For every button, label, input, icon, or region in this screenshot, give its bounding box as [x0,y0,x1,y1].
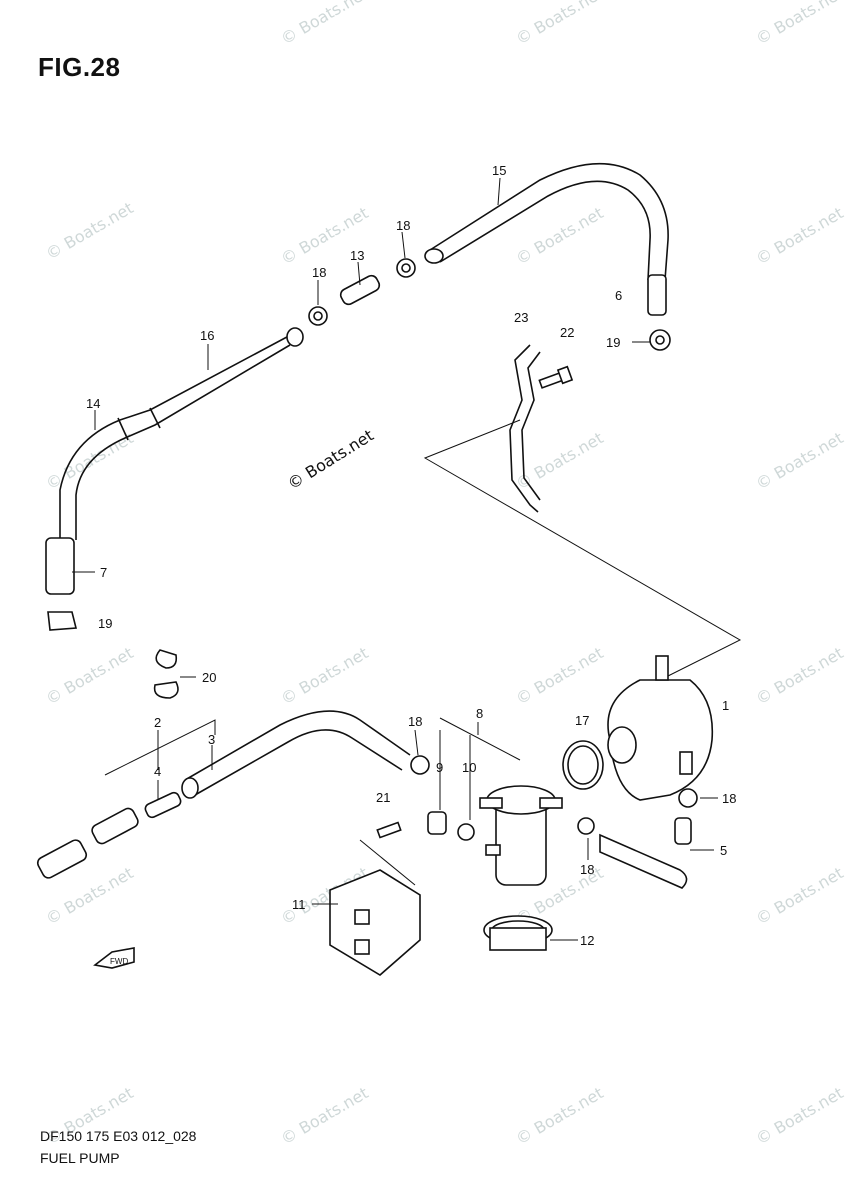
watermark: © Boats.net [753,1083,847,1148]
watermark: © Boats.net [753,0,847,48]
hose-15 [424,162,669,316]
diagram-code: DF150 175 E03 012_028 [40,1128,197,1144]
leader-lines [72,177,718,941]
watermark: © Boats.net [43,198,137,263]
joint-4 [144,791,182,819]
watermark-center: © Boats.net [284,426,377,494]
fuel-filter-8 [479,785,563,886]
watermark: © Boats.net [753,203,847,268]
callout-18-c: 18 [408,714,422,729]
callout-18-a: 18 [396,218,410,233]
callout-11: 11 [292,897,306,912]
watermark: © Boats.net [278,643,372,708]
bracket-11 [329,869,421,976]
clip-18-filter [577,817,595,835]
callout-20: 20 [202,670,216,685]
callout-19-a: 19 [606,335,620,350]
watermark: © Boats.net [513,643,607,708]
joint-9 [427,811,447,835]
watermark-layer: © Boats.net © Boats.net © Boats.net © Bo… [43,0,847,1148]
clip-19-top [649,329,671,351]
fuel-pump-1 [607,655,714,801]
joint-pump [674,817,692,845]
callout-1: 1 [722,698,729,713]
hose-lower-left [36,807,139,879]
front-arrow-badge: FWD [93,947,135,969]
watermark: © Boats.net [753,428,847,493]
clip-18-top-right [396,258,416,278]
callout-8: 8 [476,706,483,721]
diagram-name: FUEL PUMP [40,1150,120,1166]
callout-16: 16 [200,328,214,343]
assembly-lines [104,419,742,886]
callouts: 1 2 3 4 5 6 7 8 9 10 11 12 13 14 15 16 1… [86,163,736,948]
watermark: © Boats.net [513,1083,607,1148]
watermark: © Boats.net [278,0,372,48]
hose-16-14-7 [45,327,304,595]
callout-7: 7 [100,565,107,580]
callout-6: 6 [615,288,622,303]
joint-13 [339,274,381,306]
callout-14: 14 [86,396,100,411]
callout-22: 22 [560,325,574,340]
clip-19-left [47,611,78,631]
callout-18-b: 18 [312,265,326,280]
callout-23: 23 [514,310,528,325]
watermark: © Boats.net [753,643,847,708]
callout-12: 12 [580,933,594,948]
callout-15: 15 [492,163,506,178]
clip-10 [457,823,475,841]
callout-9: 9 [436,760,443,775]
clip-20 [153,649,179,699]
hose-5 [599,833,688,889]
callout-21: 21 [376,790,390,805]
watermark: © Boats.net [513,428,607,493]
callout-2: 2 [154,715,161,730]
callout-5: 5 [720,843,727,858]
clip-18-pump [678,788,698,808]
bolt-22 [538,365,574,389]
hose-2-3 [181,710,411,799]
front-badge-label: FWD [110,957,128,966]
bracket-23 [509,344,541,513]
watermark: © Boats.net [753,863,847,928]
callout-3: 3 [208,732,215,747]
clip-18-lower [410,755,430,775]
callout-18-e: 18 [580,862,594,877]
watermark: © Boats.net [43,643,137,708]
watermark: © Boats.net [278,1083,372,1148]
o-ring-17 [562,740,604,790]
callout-4: 4 [154,764,161,779]
callout-10: 10 [462,760,476,775]
bolt-21 [376,821,402,839]
holder-12 [483,915,553,951]
callout-17: 17 [575,713,589,728]
callout-19-b: 19 [98,616,112,631]
callout-13: 13 [350,248,364,263]
watermark: © Boats.net [513,0,607,48]
watermark: © Boats.net [513,203,607,268]
callout-18-d: 18 [722,791,736,806]
clip-18-top-left [308,306,328,326]
figure-title: FIG.28 [38,52,121,82]
